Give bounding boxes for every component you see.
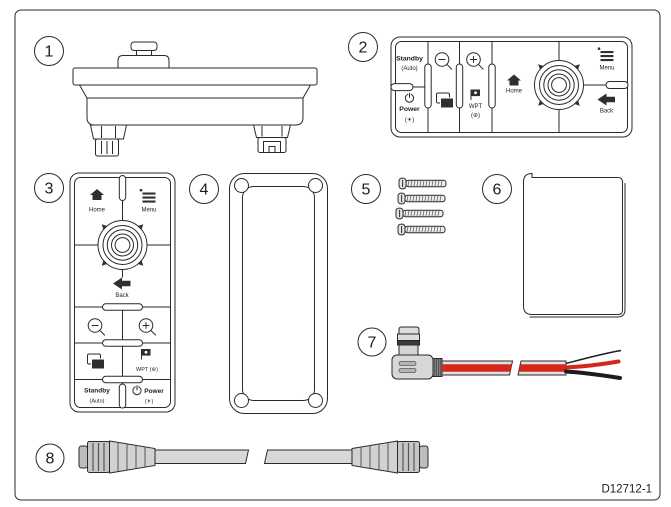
connector-end-cap: [78, 445, 88, 469]
home-label: Home: [89, 208, 106, 214]
ridge-top: [118, 175, 127, 201]
ridge-bottom: [118, 383, 127, 409]
rear-connector-right: [252, 124, 292, 153]
screw-hole: [308, 393, 323, 408]
menu-icon: [597, 47, 614, 62]
ridge-divider: [455, 63, 464, 109]
item-6-document: [523, 172, 626, 318]
connector-cap: [398, 326, 420, 335]
screw: [395, 207, 444, 220]
item-3-badge: 3: [34, 173, 64, 203]
menu-icon: [139, 189, 156, 203]
home-icon: [90, 189, 104, 200]
cable-red-stripe: [518, 364, 566, 372]
svg-text:8: 8: [46, 451, 55, 468]
drain-wire: [565, 349, 622, 365]
wpt-mob-label: WPT (⊛): [136, 367, 158, 373]
item-3-keypad-portrait: Home Menu Back WPT (⊛) Standby (Auto) Po…: [69, 172, 176, 413]
brightness-label: (☀): [405, 117, 414, 124]
svg-text:7: 7: [368, 335, 377, 352]
document-sheet: [523, 172, 623, 315]
screw: [397, 192, 446, 205]
item-1-keypad-side-view: [72, 41, 318, 157]
screw: [397, 223, 446, 236]
cable-red-stripe: [442, 364, 512, 372]
screw-hole: [234, 178, 249, 193]
connector-end-cap: [419, 445, 429, 469]
home-icon: [507, 74, 521, 86]
diagram-border: [14, 9, 661, 501]
back-icon: [113, 277, 131, 290]
standby-label: Standby: [84, 388, 110, 395]
svg-text:5: 5: [362, 182, 371, 199]
svg-text:4: 4: [200, 182, 209, 199]
joystick-knob-base: [117, 55, 170, 69]
cable-run: [154, 449, 250, 464]
svg-text:6: 6: [493, 182, 502, 199]
home-label: Home: [506, 89, 523, 95]
item-2-badge: 2: [348, 32, 378, 62]
menu-label: Menu: [141, 208, 156, 214]
ridge-divider: [424, 63, 432, 109]
mob-label: (⊛): [471, 113, 480, 119]
keypad-rear-housing: [86, 97, 304, 126]
wpt-label: WPT: [469, 104, 483, 110]
back-icon: [597, 93, 615, 106]
strain-relief-boot: [351, 440, 398, 474]
rear-connector-left: [89, 124, 128, 157]
joystick-knob-cap: [130, 41, 158, 51]
item-5-badge: 5: [351, 174, 381, 204]
menu-label: Menu: [599, 66, 614, 72]
svg-text:1: 1: [45, 44, 54, 61]
item-7-power-cable: [391, 326, 622, 380]
screw-hole: [308, 178, 323, 193]
back-label: Back: [600, 109, 614, 115]
svg-text:2: 2: [359, 40, 368, 57]
black-wire: [564, 369, 622, 380]
gasket-outline: [229, 173, 328, 414]
item-7-badge: 7: [357, 327, 387, 357]
ridge-divider: [102, 303, 143, 311]
strain-relief-boot: [109, 440, 156, 474]
ridge-right: [605, 81, 629, 89]
item-4-gasket: [229, 173, 328, 414]
item-1-badge: 1: [34, 36, 64, 66]
drawing-number: D12712-1: [601, 484, 652, 496]
screw: [398, 177, 447, 190]
item-5-fixing-screws: [395, 177, 447, 236]
item-6-badge: 6: [482, 174, 512, 204]
ridge-divider: [488, 63, 496, 109]
item-2-keypad-landscape: Standby (Auto) Power (☀) WPT (⊛) Home Me…: [390, 36, 633, 138]
item-8-badge: 8: [35, 443, 65, 473]
standby-auto-label: (Auto): [90, 399, 105, 405]
standby-label: Standby: [396, 56, 423, 63]
ridge-left: [390, 83, 414, 92]
back-label: Back: [115, 293, 129, 299]
power-label: Power: [144, 388, 164, 395]
strain-relief: [432, 358, 443, 377]
power-label: Power: [399, 106, 420, 113]
ridge-divider: [102, 375, 143, 384]
brightness-label: (☀): [145, 398, 154, 405]
svg-text:3: 3: [45, 181, 54, 198]
keypad-faceplate-edge: [72, 67, 318, 86]
cable-run: [263, 449, 353, 464]
item-4-badge: 4: [189, 174, 219, 204]
screw-hole: [234, 393, 249, 408]
standby-auto-label: (Auto): [401, 66, 417, 72]
ridge-divider: [102, 339, 143, 347]
red-wire: [564, 359, 621, 370]
right-angle-connector-body: [391, 354, 434, 380]
item-8-network-cable: [78, 440, 429, 474]
